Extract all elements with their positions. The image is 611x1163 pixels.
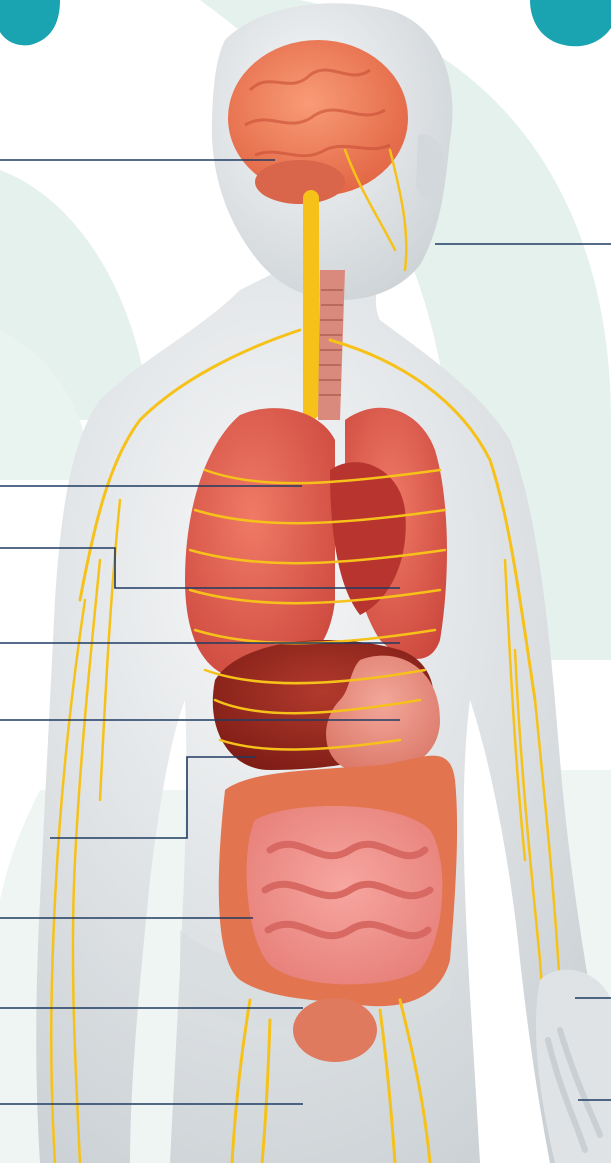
title-glyph-right [530, 0, 611, 46]
cerebellum [255, 160, 345, 204]
spinal-cord [303, 190, 319, 420]
bladder [293, 998, 377, 1062]
title-glyph-left [0, 0, 60, 45]
